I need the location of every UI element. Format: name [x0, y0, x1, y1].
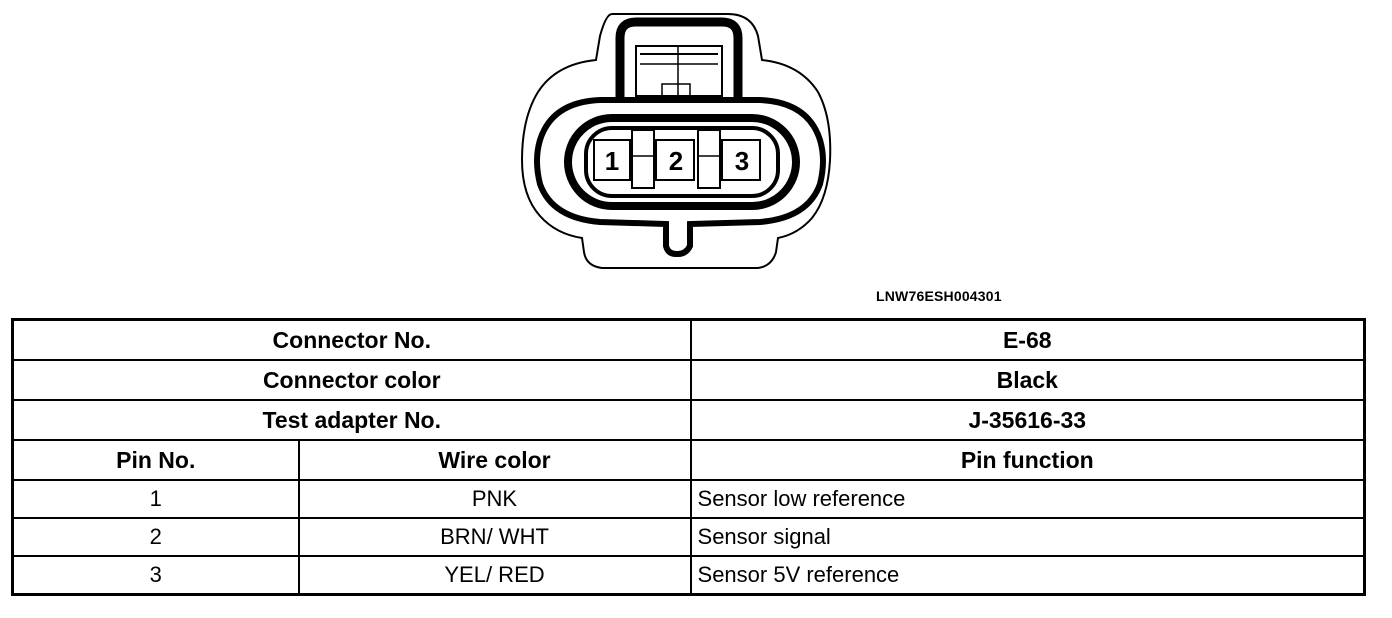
connector-housing-outline — [520, 13, 832, 269]
pin-cavity-2 — [655, 139, 695, 181]
wire-color-cell: BRN/ WHT — [297, 517, 692, 557]
table-row: 1 PNK Sensor low reference — [11, 479, 1366, 519]
figure-id: LNW76ESH004301 — [876, 288, 1002, 304]
latch-inner — [635, 45, 723, 97]
pin-function-cell: Sensor 5V reference — [689, 555, 1366, 596]
column-header-pin: Pin No. — [11, 439, 300, 481]
pin-cell: 3 — [11, 555, 300, 596]
wire-color-cell: YEL/ RED — [297, 555, 692, 596]
wire-color-cell: PNK — [297, 479, 692, 519]
info-row-test-adapter: Test adapter No. J-35616-33 — [11, 399, 1366, 441]
info-row-connector-no: Connector No. E-68 — [11, 318, 1366, 361]
table-row: 2 BRN/ WHT Sensor signal — [11, 517, 1366, 557]
info-label: Connector No. — [11, 318, 692, 361]
pin-number-3: 3 — [735, 146, 749, 176]
connector-table: Connector No. E-68 Connector color Black… — [11, 318, 1367, 596]
latch — [615, 17, 743, 100]
info-value: E-68 — [689, 318, 1366, 361]
pin-number-1: 1 — [605, 146, 619, 176]
column-header-pin-function: Pin function — [689, 439, 1366, 481]
info-value: Black — [689, 359, 1366, 401]
pin-cavity-frame — [584, 126, 780, 198]
table-row: 3 YEL/ RED Sensor 5V reference — [11, 555, 1366, 596]
pin-cavity-3 — [721, 139, 761, 181]
column-header-row: Pin No. Wire color Pin function — [11, 439, 1366, 481]
connector-seal-ring — [564, 114, 800, 210]
info-label: Test adapter No. — [11, 399, 692, 441]
pin-function-cell: Sensor signal — [689, 517, 1366, 557]
info-value: J-35616-33 — [689, 399, 1366, 441]
connector-body — [534, 97, 826, 257]
connector-drawing: 1 2 3 — [520, 13, 832, 269]
column-header-wire-color: Wire color — [297, 439, 692, 481]
pin-cell: 2 — [11, 517, 300, 557]
pin-cavity-1 — [593, 139, 631, 181]
pin-function-cell: Sensor low reference — [689, 479, 1366, 519]
info-label: Connector color — [11, 359, 692, 401]
info-row-connector-color: Connector color Black — [11, 359, 1366, 401]
pin-cell: 1 — [11, 479, 300, 519]
pin-number-2: 2 — [669, 146, 683, 176]
